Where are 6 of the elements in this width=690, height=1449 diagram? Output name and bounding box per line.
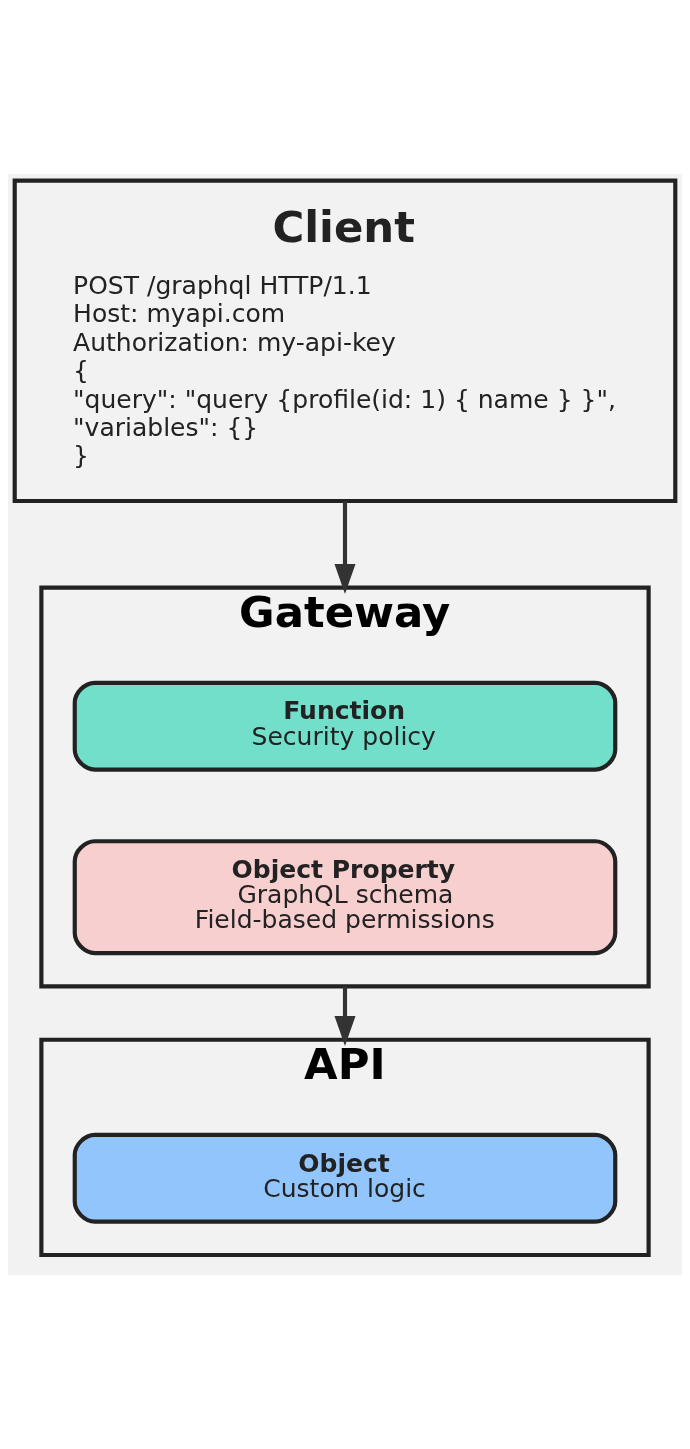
- arrow: [334, 986, 356, 1047]
- node-box: Object Property GraphQL schema Field-based permissions: [72, 839, 618, 956]
- arrow: [334, 501, 356, 595]
- node-box: Function Security policy: [72, 680, 618, 772]
- node-box: Client POST /graphql HTTP/1.1 Host: myapi.com Authorization: my-api-key { "query": "query {profile(id: 1) { name } }", "variables": {} }: [12, 178, 678, 504]
- node-box: Object Custom logic: [72, 1132, 618, 1224]
